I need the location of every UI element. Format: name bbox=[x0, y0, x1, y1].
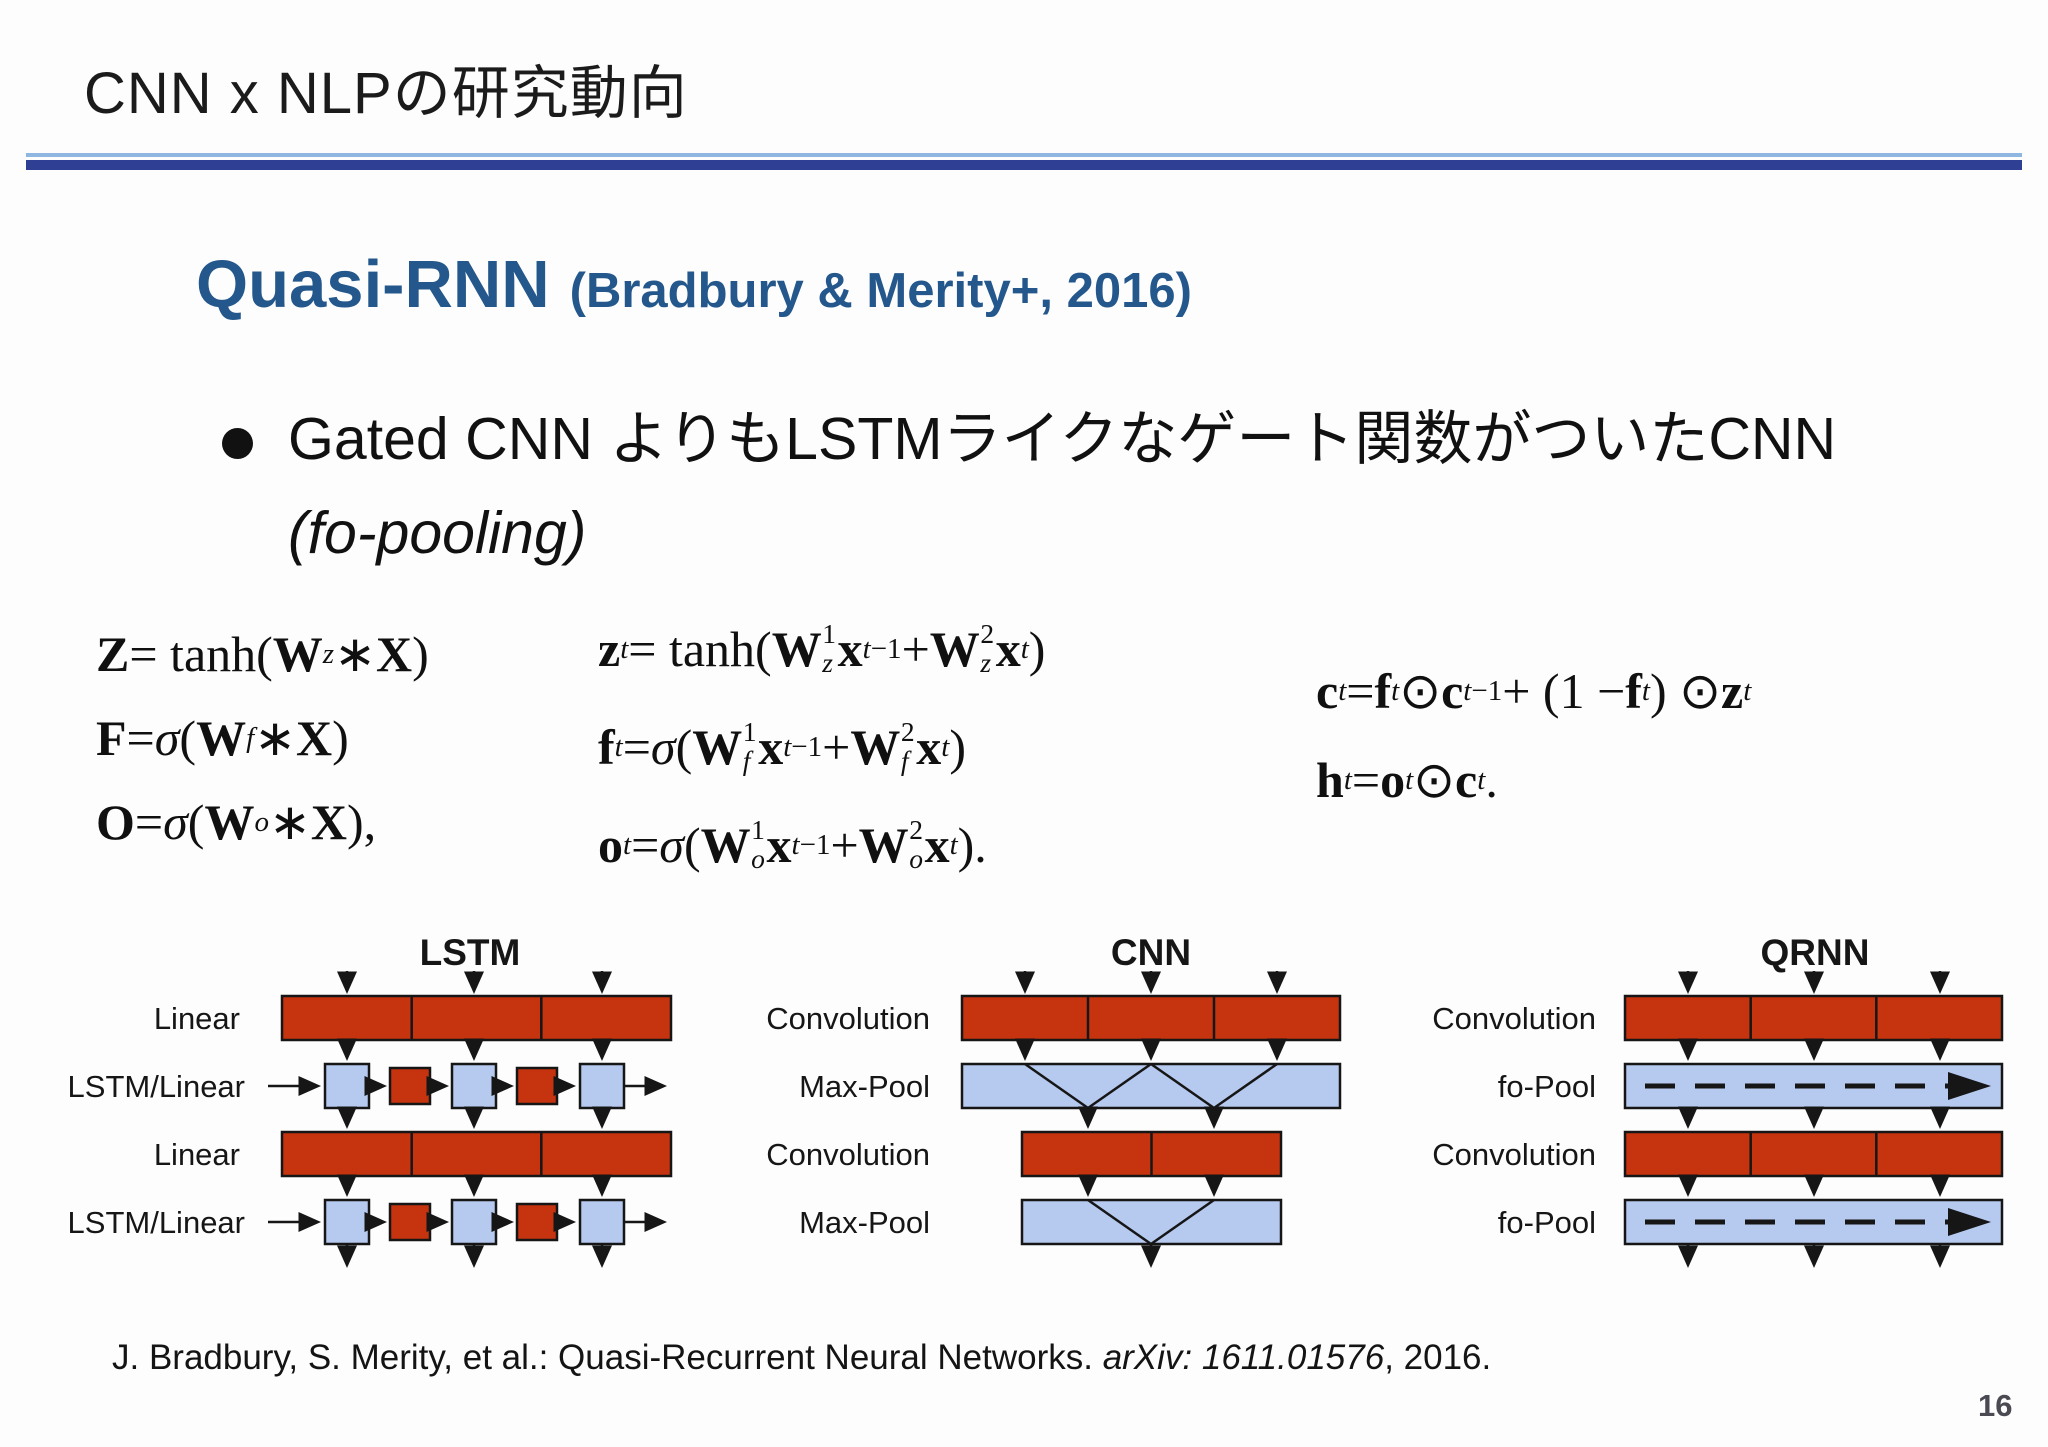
section-heading-sub: (Bradbury & Merity+, 2016) bbox=[569, 264, 1192, 318]
cnn-convolution-bar-1 bbox=[960, 994, 1342, 1042]
qrnn-row-label-fopool-2: fo-Pool bbox=[1498, 1205, 1596, 1240]
bullet-line-2: (fo-pooling) bbox=[288, 500, 587, 566]
qrnn-convolution-bar-2 bbox=[1623, 1130, 2004, 1178]
cnn-maxpool-bar-2 bbox=[1020, 1198, 1283, 1246]
lstm-cell-row-2 bbox=[268, 1198, 667, 1246]
cnn-row-label-convolution-1: Convolution bbox=[766, 1001, 930, 1036]
lstm-row-label-lstm-linear-1: LSTM/Linear bbox=[68, 1069, 245, 1104]
lstm-linear-bar-1 bbox=[280, 994, 673, 1042]
qrnn-fopool-bar-1 bbox=[1623, 1062, 2004, 1110]
qrnn-row-label-fopool-1: fo-Pool bbox=[1498, 1069, 1596, 1104]
qrnn-row-label-convolution-2: Convolution bbox=[1432, 1137, 1596, 1172]
header-rule-light bbox=[26, 153, 2022, 157]
lstm-linear-bar-2 bbox=[280, 1130, 673, 1178]
page-number: 16 bbox=[1978, 1388, 2013, 1423]
section-heading-main: Quasi-RNN bbox=[196, 247, 550, 322]
bullet-line-1: Gated CNN よりもLSTMライクなゲート関数がついたCNN bbox=[288, 406, 1837, 472]
cnn-convolution-bar-2 bbox=[1020, 1130, 1283, 1178]
page-title: CNN x NLPの研究動向 bbox=[84, 61, 688, 126]
qrnn-row-label-convolution-1: Convolution bbox=[1432, 1001, 1596, 1036]
qrnn-column: QRNN Convolution fo-Pool Convolution fo-… bbox=[1432, 932, 2004, 1268]
lstm-row-label-lstm-linear-2: LSTM/Linear bbox=[68, 1205, 245, 1240]
section-heading: Quasi-RNN (Bradbury & Merity+, 2016) bbox=[196, 246, 1192, 323]
cnn-column-title: CNN bbox=[1111, 932, 1191, 973]
lstm-row-label-linear-2: Linear bbox=[154, 1137, 240, 1172]
cnn-row-label-maxpool-1: Max-Pool bbox=[799, 1069, 930, 1104]
lstm-row-label-linear-1: Linear bbox=[154, 1001, 240, 1036]
lstm-cell-row-1 bbox=[268, 1062, 667, 1110]
qrnn-column-title: QRNN bbox=[1761, 932, 1870, 973]
lstm-column: LSTM Linear LSTM/Linear Linear LSTM/Line… bbox=[68, 932, 673, 1268]
cnn-row-label-maxpool-2: Max-Pool bbox=[799, 1205, 930, 1240]
cnn-column: CNN Convolution Max-Pool Convolution Max… bbox=[766, 932, 1342, 1268]
bullet-icon bbox=[222, 428, 253, 459]
qrnn-fopool-bar-2 bbox=[1623, 1198, 2004, 1246]
qrnn-convolution-bar-1 bbox=[1623, 994, 2004, 1042]
header-rule-dark bbox=[26, 160, 2022, 170]
architecture-comparison-figure: LSTM Linear LSTM/Linear Linear LSTM/Line… bbox=[68, 932, 2004, 1268]
bullet-text: Gated CNN よりもLSTMライクなゲート関数がついたCNN (fo-po… bbox=[288, 392, 2008, 580]
cnn-row-label-convolution-2: Convolution bbox=[766, 1137, 930, 1172]
lstm-column-title: LSTM bbox=[420, 932, 521, 973]
citation-text: J. Bradbury, S. Merity, et al.: Quasi-Re… bbox=[112, 1338, 1492, 1377]
cnn-maxpool-bar-1 bbox=[960, 1062, 1342, 1110]
